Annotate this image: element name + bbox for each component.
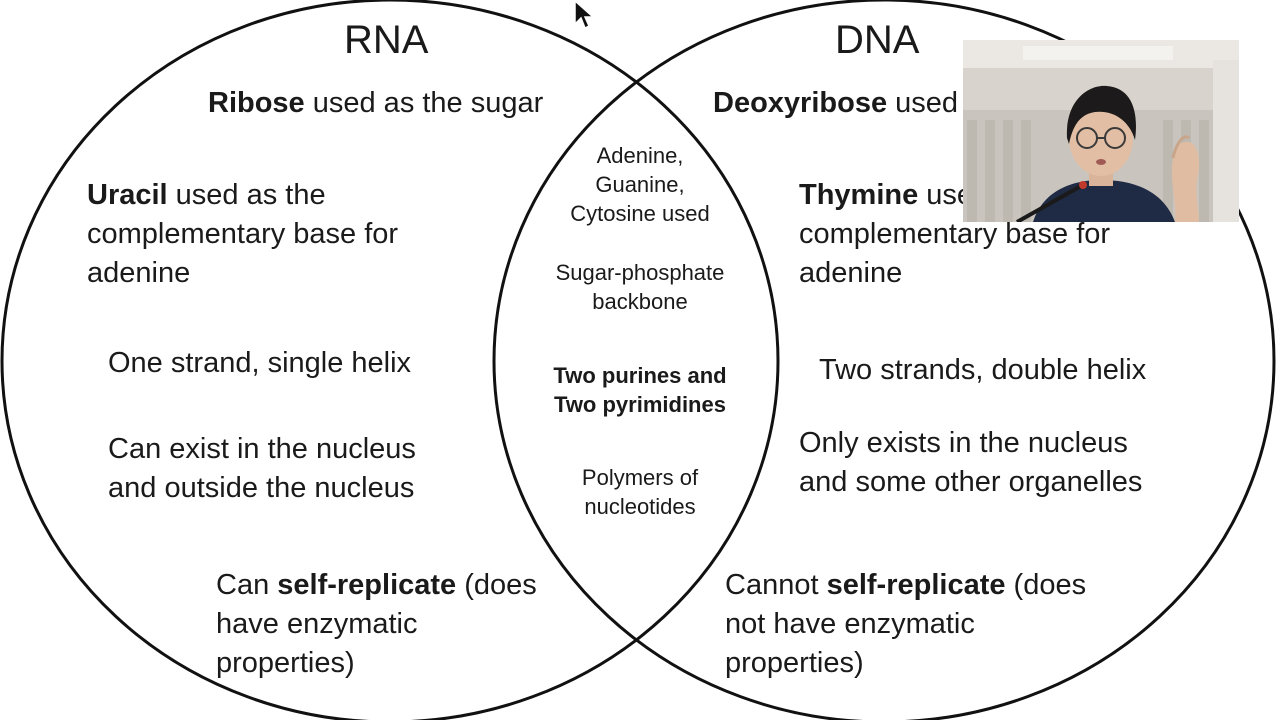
shared-purines: Two purines and Two pyrimidines — [553, 363, 727, 417]
dna-strand: Two strands, double helix — [819, 354, 1147, 386]
webcam-image — [963, 40, 1239, 222]
rna-strand: One strand, single helix — [108, 347, 412, 379]
dna-replicate: Cannot self-replicate (does not have enz… — [725, 569, 1087, 679]
dna-circle — [492, 0, 1276, 720]
mouse-cursor-icon — [574, 0, 595, 30]
rna-replicate: Can self-replicate (does have enzymatic … — [216, 569, 537, 679]
rna-circle — [0, 0, 780, 720]
shared-polymers: Polymers of nucleotides — [581, 465, 699, 519]
shared-bases: Adenine, Guanine, Cytosine used — [570, 143, 710, 226]
rna-title: RNA — [344, 18, 429, 62]
dna-location: Only exists in the nucleus and some othe… — [799, 427, 1143, 498]
rna-location: Can exist in the nucleus and outside the… — [108, 433, 416, 504]
shared-backbone: Sugar-phosphate backbone — [555, 260, 725, 314]
dna-title: DNA — [835, 18, 920, 62]
rna-sugar: Ribose used as the sugar — [208, 87, 544, 119]
rna-base: Uracil used as the complementary base fo… — [87, 179, 399, 289]
webcam-overlay — [963, 40, 1239, 222]
